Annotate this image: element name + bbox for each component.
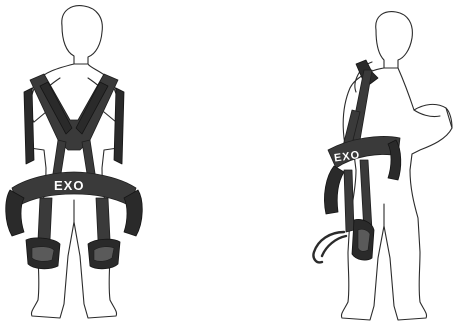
front-view-logo: EXO: [54, 178, 84, 193]
person-front-outline: [27, 6, 120, 318]
side-view-illustration: EXO: [313, 12, 452, 320]
front-view-illustration: EXO: [6, 6, 143, 318]
